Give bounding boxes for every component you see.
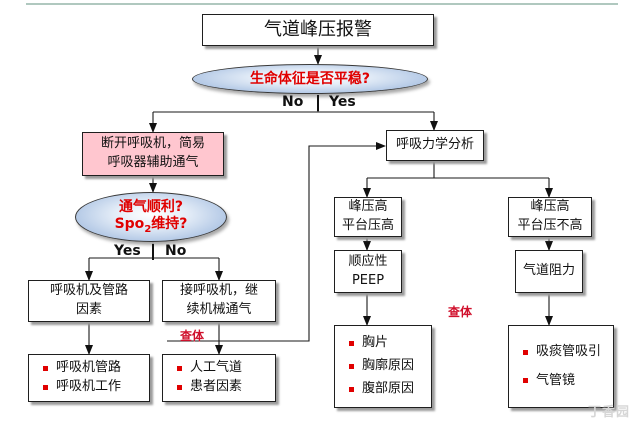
list-item: 呼吸机管路 xyxy=(43,359,121,378)
list-item-text: 吸痰管吸引 xyxy=(536,343,602,359)
check-label-left: 查体 xyxy=(180,329,205,343)
reconnect-line1: 接呼吸机，继 xyxy=(179,283,258,299)
check-label-right: 查体 xyxy=(448,305,473,319)
list-item: 人工气道 xyxy=(177,359,242,378)
bullet-icon xyxy=(349,364,354,369)
circuit-factors-box: 呼吸机及管路 因素 xyxy=(28,280,150,322)
normal-plateau-box: 峰压高 平台压不高 xyxy=(508,197,592,237)
list-item: 胸廓原因 xyxy=(349,357,414,376)
list-item: 胸片 xyxy=(349,334,388,353)
respiratory-mechanics-box: 呼吸力学分析 xyxy=(386,130,484,161)
high-plateau-line2: 平台压高 xyxy=(341,218,394,233)
patient-check-list: 人工气道 患者因素 xyxy=(162,354,276,402)
question-ventilation-line2: Spo2维持? xyxy=(115,216,188,236)
compliance-check-list: 胸片 胸廓原因 腹部原因 xyxy=(334,325,432,408)
question-vitals-text: 生命体征是否平稳? xyxy=(249,70,371,87)
bullet-icon xyxy=(349,341,354,347)
spo-text: Spo xyxy=(114,215,145,232)
normal-plateau-line1: 峰压高 xyxy=(530,199,570,215)
circuit-factors-line2: 因素 xyxy=(75,302,102,317)
list-item: 吸痰管吸引 xyxy=(523,343,601,362)
no-label-2: No xyxy=(165,243,187,259)
list-item-text: 胸廓原因 xyxy=(362,358,415,374)
list-item-text: 胸片 xyxy=(362,335,389,351)
list-item-text: 腹部原因 xyxy=(362,380,415,396)
respiratory-mechanics-text: 呼吸力学分析 xyxy=(395,137,474,153)
bullet-icon xyxy=(177,384,182,390)
list-item: 患者因素 xyxy=(177,378,242,397)
bullet-icon xyxy=(177,366,182,372)
bullet-icon xyxy=(43,366,48,372)
no-label: No xyxy=(282,94,304,110)
title-box: 气道峰压报警 xyxy=(202,14,434,46)
reconnect-ventilator-box: 接呼吸机，继 续机械通气 xyxy=(162,280,276,322)
yes-label: Yes xyxy=(329,94,356,110)
yes-no-divider-2 xyxy=(152,244,154,260)
reconnect-line2: 续机械通气 xyxy=(186,302,252,317)
disconnect-line2: 呼吸器辅助通气 xyxy=(107,155,199,170)
yes-label-2: Yes xyxy=(114,243,141,259)
airway-resistance-text: 气道阻力 xyxy=(522,263,575,279)
yes-no-divider xyxy=(317,95,319,111)
list-item: 腹部原因 xyxy=(349,380,414,399)
list-item: 呼吸机工作 xyxy=(43,378,121,397)
list-item-text: 患者因素 xyxy=(190,379,243,394)
disconnect-ventilator-box: 断开呼吸机，简易 呼吸器辅助通气 xyxy=(82,132,224,176)
watermark-logo: 丁香园 xyxy=(587,405,630,420)
maintain-text: 维持? xyxy=(151,215,188,232)
list-item-text: 人工气道 xyxy=(190,360,243,376)
airway-resistance-box: 气道阻力 xyxy=(515,250,583,293)
high-plateau-line1: 峰压高 xyxy=(348,199,388,215)
question-ventilation-ok: 通气顺利? Spo2维持? xyxy=(75,192,227,242)
list-item-text: 气管镜 xyxy=(536,372,576,388)
compliance-line2: PEEP xyxy=(351,272,385,288)
compliance-line1: 顺应性 xyxy=(348,253,388,269)
bullet-icon xyxy=(523,349,528,355)
list-item: 气管镜 xyxy=(523,372,575,391)
bullet-icon xyxy=(43,384,48,390)
disconnect-line1: 断开呼吸机，简易 xyxy=(100,136,205,152)
high-plateau-box: 峰压高 平台压高 xyxy=(334,197,402,237)
circuit-check-list: 呼吸机管路 呼吸机工作 xyxy=(28,354,150,402)
list-item-text: 呼吸机工作 xyxy=(56,379,122,394)
question-ventilation-line1: 通气顺利? xyxy=(118,198,184,215)
spo-subscript: 2 xyxy=(144,223,152,235)
title-text: 气道峰压报警 xyxy=(264,18,372,40)
circuit-factors-line1: 呼吸机及管路 xyxy=(49,283,128,299)
compliance-box: 顺应性 PEEP xyxy=(334,250,402,293)
question-vitals-stable: 生命体征是否平稳? xyxy=(192,64,428,94)
resistance-check-list: 吸痰管吸引 气管镜 xyxy=(508,325,614,408)
list-item-text: 呼吸机管路 xyxy=(56,360,122,376)
bullet-icon xyxy=(349,386,354,392)
normal-plateau-line2: 平台压不高 xyxy=(517,218,583,233)
bullet-icon xyxy=(523,378,528,384)
